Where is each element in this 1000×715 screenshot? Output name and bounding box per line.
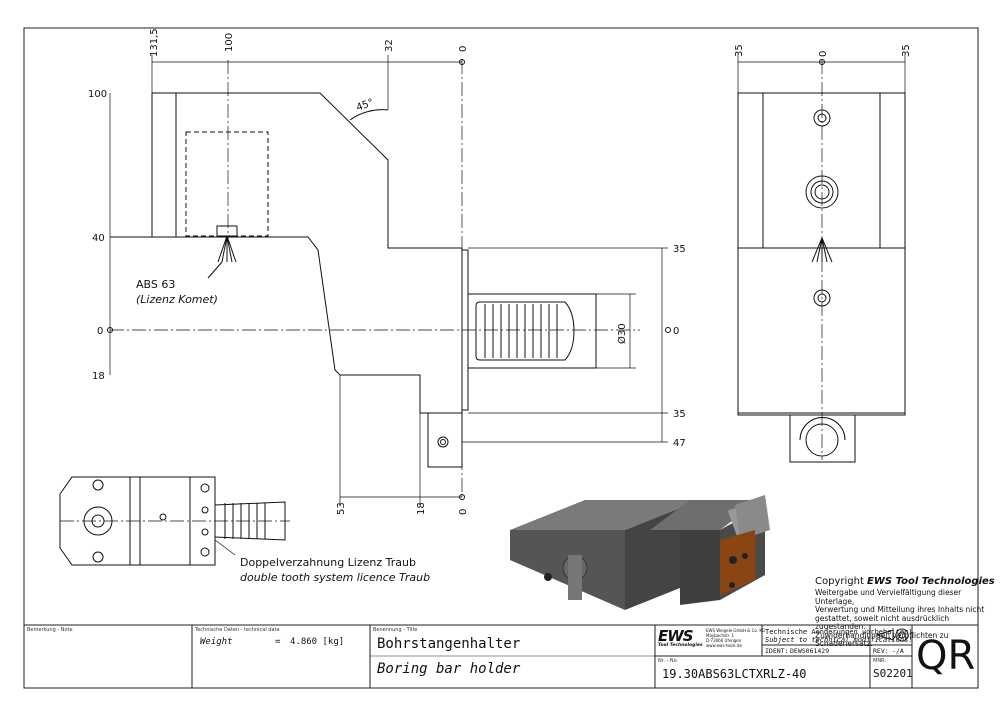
dim-right-47: 47 [673, 438, 686, 449]
dim-left-40: 40 [92, 233, 105, 244]
mnr-label: MNR: [873, 658, 887, 664]
dim-side-35a: 35 [734, 44, 745, 57]
weight-label: Weight [200, 637, 233, 647]
techdata-label: Technische Daten - technical data [195, 627, 280, 633]
dim-diameter: Ø30 [616, 323, 628, 344]
copyright-text: Weitergabe und Vervielfältigung dieser U… [815, 588, 985, 648]
side-view [737, 92, 906, 463]
mnr-value: S02201 [873, 667, 913, 680]
weight-value: 4.860 [kg] [290, 637, 345, 647]
dim-bottom-0: 0 [458, 509, 469, 515]
dim-bottom-18: 18 [416, 502, 427, 515]
dim-left-0: 0 [97, 326, 103, 337]
changes-de: Technische Aenderungen vorbehalten! [765, 628, 913, 636]
ews-logo: EWS Tool Technologies [658, 627, 703, 649]
dim-angle: 45° [355, 97, 375, 113]
dim-right-0: 0 [673, 326, 679, 337]
isometric-render [510, 495, 770, 610]
tooth-label-de: Doppelverzahnung Lizenz Traub [240, 556, 416, 569]
dim-side-35b: 35 [901, 44, 912, 57]
tooth-label-en: double tooth system licence Traub [240, 571, 431, 584]
dim-left-100: 100 [88, 89, 107, 100]
rev-value: -/A [892, 647, 904, 655]
dim-top-131: 131,5 [149, 28, 160, 57]
remark-label: Bemerkung - Note [27, 627, 73, 633]
projection-symbol-icon [875, 628, 909, 642]
company-address: EWS Weigele GmbH & Co. KG Maybachstr. 1 … [706, 628, 766, 648]
dim-left-18: 18 [92, 371, 105, 382]
top-view [59, 476, 286, 566]
dim-top-32: 32 [384, 39, 395, 52]
drawing-frame [23, 27, 979, 689]
ident-label: IDENT: [765, 647, 789, 655]
weight-eq: = [275, 637, 281, 647]
rev-label: REV: [873, 647, 889, 655]
abs-label: ABS 63 [136, 278, 176, 291]
title-en: Boring bar holder [377, 661, 521, 677]
dim-bottom-53: 53 [336, 502, 347, 515]
dim-right-35a: 35 [673, 244, 686, 255]
copyright-heading: Copyright EWS Tool Technologies [815, 576, 995, 587]
nr-label: Nr. - No. [658, 658, 679, 664]
changes-en: Subject to technical modifications! [765, 636, 913, 644]
dim-side-0: 0 [818, 51, 829, 57]
dim-top-0: 0 [458, 46, 469, 52]
qr-mark: QR [916, 633, 976, 679]
copyright-brand: EWS Tool Technologies [867, 576, 995, 587]
part-number: 19.30ABS63LCTXRLZ-40 [662, 667, 807, 681]
abs-license-label: (Lizenz Komet) [136, 293, 218, 306]
title-de: Bohrstangenhalter [377, 636, 521, 652]
title-label: Benennung - Title [373, 627, 418, 633]
dim-top-100: 100 [224, 33, 235, 52]
front-view [110, 92, 597, 468]
ident-value: DEWS061429 [790, 647, 830, 655]
dim-right-35b: 35 [673, 409, 686, 420]
